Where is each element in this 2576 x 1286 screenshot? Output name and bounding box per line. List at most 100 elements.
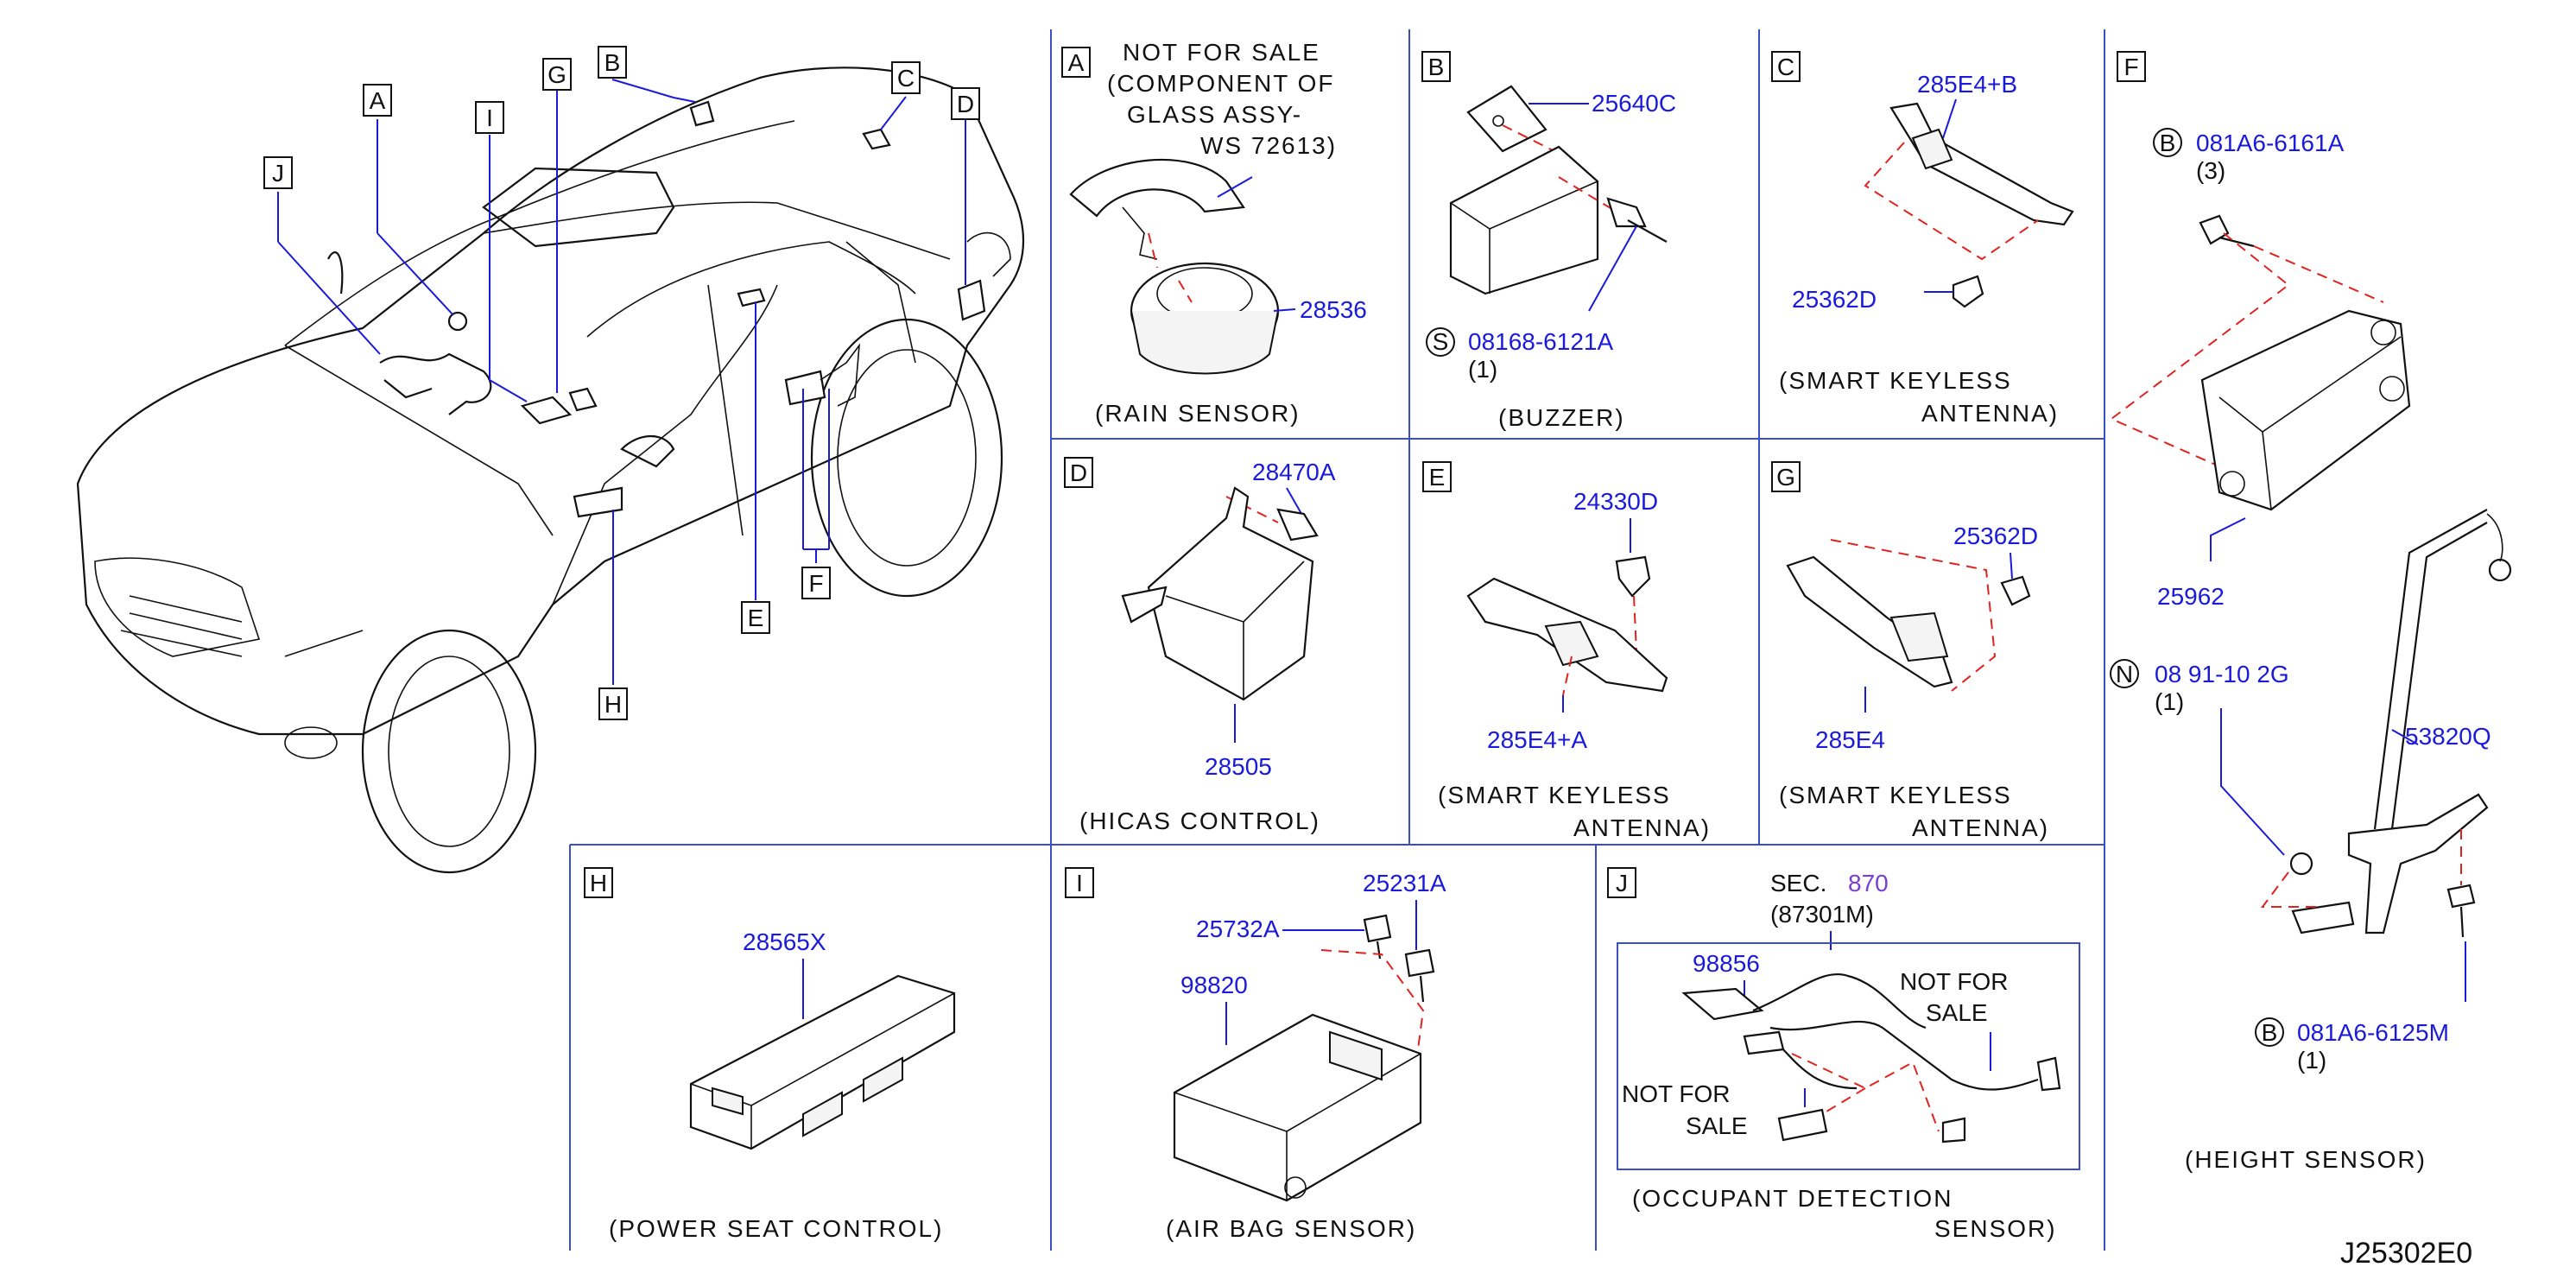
section-g: G 25362D 285E4 (SMART KEYLESS ANTENNA) bbox=[1771, 461, 2049, 841]
panel-grid bbox=[569, 29, 2105, 1251]
section-j-letter: J bbox=[1616, 870, 1628, 896]
car-callout-c: C bbox=[897, 65, 915, 92]
part-98820: 98820 bbox=[1180, 972, 1248, 998]
section-b-bolt-qty: (1) bbox=[1468, 356, 1497, 383]
car-callout-box-d bbox=[951, 87, 980, 120]
part-285E4+B: 285E4+B bbox=[1917, 71, 2017, 98]
part-25962: 25962 bbox=[2157, 583, 2225, 610]
car-callout-d: D bbox=[957, 91, 974, 117]
section-f-nut-prefix: N bbox=[2116, 661, 2133, 687]
part-25640C: 25640C bbox=[1592, 90, 1676, 117]
car-callout-j: J bbox=[272, 160, 284, 187]
section-g-caption-2: ANTENNA) bbox=[1912, 814, 2049, 841]
part-28505: 28505 bbox=[1205, 753, 1272, 780]
part-25732A: 25732A bbox=[1196, 915, 1280, 942]
car-callout-box-j bbox=[263, 156, 293, 189]
part-25362D-g: 25362D bbox=[1953, 523, 2038, 549]
section-f-bolt-bottom-prefix: B bbox=[2262, 1019, 2278, 1046]
section-e-caption-2: ANTENNA) bbox=[1573, 814, 1711, 841]
section-j-caption-1: (OCCUPANT DETECTION bbox=[1632, 1185, 1953, 1212]
section-a: A NOT FOR SALE (COMPONENT OF GLASS ASSY-… bbox=[1061, 39, 1367, 427]
section-h-caption: (POWER SEAT CONTROL) bbox=[609, 1215, 943, 1242]
part-081A6-6125M: 081A6-6125M bbox=[2297, 1019, 2449, 1046]
part-24330D: 24330D bbox=[1573, 488, 1658, 515]
car-callout-f: F bbox=[808, 570, 823, 597]
section-b-bolt-prefix: S bbox=[1433, 328, 1449, 355]
section-j: J SEC. 870 (87301M) 98856 NOT FOR SALE N… bbox=[1607, 867, 2080, 1242]
section-i: I 25231A 25732A 98820 (AIR BAG SENSOR) bbox=[1065, 867, 1446, 1242]
car-callout-box-i bbox=[475, 101, 504, 134]
section-a-note-3: GLASS ASSY- bbox=[1127, 101, 1302, 128]
part-53820Q: 53820Q bbox=[2405, 723, 2491, 750]
section-j-nfs1-line1: NOT FOR bbox=[1900, 968, 2008, 995]
car-callout-box-g bbox=[542, 58, 572, 91]
section-j-nfs2-line2: SALE bbox=[1686, 1112, 1748, 1139]
part-08168-6121A: 08168-6121A bbox=[1468, 328, 1613, 355]
part-28470A: 28470A bbox=[1252, 459, 1336, 485]
section-f-nut-qty: (1) bbox=[2155, 688, 2184, 715]
section-c-caption-2: ANTENNA) bbox=[1921, 400, 2059, 427]
section-j-sec-label: SEC. bbox=[1770, 870, 1826, 896]
section-h-letter: H bbox=[590, 870, 607, 896]
diagram-id: J25302E0 bbox=[2340, 1237, 2472, 1270]
part-28536: 28536 bbox=[1300, 296, 1367, 323]
part-081A6-6161A: 081A6-6161A bbox=[2196, 130, 2345, 156]
section-j-nfs2-line1: NOT FOR bbox=[1622, 1080, 1730, 1107]
section-j-caption-2: SENSOR) bbox=[1934, 1215, 2057, 1242]
section-i-letter: I bbox=[1076, 870, 1083, 896]
section-e: E 24330D 285E4+A (SMART KEYLESS ANTENNA) bbox=[1422, 461, 1711, 841]
section-b-caption: (BUZZER) bbox=[1498, 404, 1625, 431]
car-callout-box-c bbox=[891, 61, 921, 94]
part-285E4+A: 285E4+A bbox=[1487, 726, 1587, 753]
section-f-letter: F bbox=[2123, 54, 2138, 80]
section-j-frame bbox=[1617, 942, 2080, 1170]
section-j-nfs1-line2: SALE bbox=[1926, 999, 1988, 1026]
section-j-sec-number: 870 bbox=[1848, 870, 1889, 896]
car-callout-b: B bbox=[604, 49, 621, 76]
section-a-caption: (RAIN SENSOR) bbox=[1095, 400, 1301, 427]
section-c-letter: C bbox=[1777, 54, 1794, 80]
vehicle-illustration bbox=[76, 67, 1024, 874]
section-f-bolt-top-qty: (3) bbox=[2196, 157, 2225, 184]
section-d-letter: D bbox=[1070, 459, 1087, 486]
part-285E4: 285E4 bbox=[1815, 726, 1885, 753]
car-callout-boxes: A B C D E F G H I J bbox=[263, 46, 980, 720]
section-g-caption-1: (SMART KEYLESS bbox=[1779, 782, 2012, 808]
car-callout-box-b bbox=[598, 46, 627, 79]
section-c: C 285E4+B 25362D (SMART KEYLESS ANTENNA) bbox=[1771, 51, 2074, 427]
part-98856: 98856 bbox=[1693, 950, 1760, 977]
car-callout-h: H bbox=[604, 691, 622, 718]
section-i-caption: (AIR BAG SENSOR) bbox=[1166, 1215, 1416, 1242]
section-b-letter: B bbox=[1428, 54, 1445, 80]
part-nut: 08 91-10 2G bbox=[2155, 661, 2289, 687]
section-f-caption: (HEIGHT SENSOR) bbox=[2185, 1146, 2427, 1173]
section-f-bolt-top-prefix: B bbox=[2160, 130, 2176, 156]
section-d: D 28470A 28505 (HICAS CONTROL) bbox=[1064, 457, 1336, 834]
part-28565X: 28565X bbox=[743, 928, 826, 955]
part-25231A: 25231A bbox=[1363, 870, 1446, 896]
section-c-caption-1: (SMART KEYLESS bbox=[1779, 367, 2012, 394]
section-e-letter: E bbox=[1429, 464, 1446, 491]
section-b: B 25640C S 08168-6121A (1) (BUZZER) bbox=[1421, 51, 1676, 431]
callout-leaders bbox=[277, 79, 966, 685]
section-h: H 28565X (POWER SEAT CONTROL) bbox=[584, 867, 956, 1242]
section-j-sec-ref: (87301M) bbox=[1770, 901, 1874, 928]
section-a-note-2: (COMPONENT OF bbox=[1107, 70, 1334, 97]
car-callout-box-a bbox=[363, 84, 392, 117]
section-g-letter: G bbox=[1776, 464, 1795, 491]
part-25362D-c: 25362D bbox=[1792, 286, 1877, 313]
section-f: F B 081A6-6161A (3) 25962 53820Q N bbox=[2110, 51, 2512, 1173]
section-a-note-1: NOT FOR SALE bbox=[1123, 39, 1320, 66]
section-a-letter: A bbox=[1068, 49, 1085, 76]
car-callout-i: I bbox=[486, 105, 493, 131]
car-callout-box-h bbox=[598, 687, 628, 720]
section-a-note-4: WS 72613) bbox=[1200, 132, 1337, 159]
section-e-caption-1: (SMART KEYLESS bbox=[1438, 782, 1671, 808]
section-f-bolt-bottom-qty: (1) bbox=[2297, 1047, 2326, 1074]
car-callout-g: G bbox=[547, 61, 566, 88]
car-callout-a: A bbox=[370, 87, 386, 114]
car-callout-box-f bbox=[801, 567, 831, 599]
car-callout-e: E bbox=[748, 605, 764, 631]
